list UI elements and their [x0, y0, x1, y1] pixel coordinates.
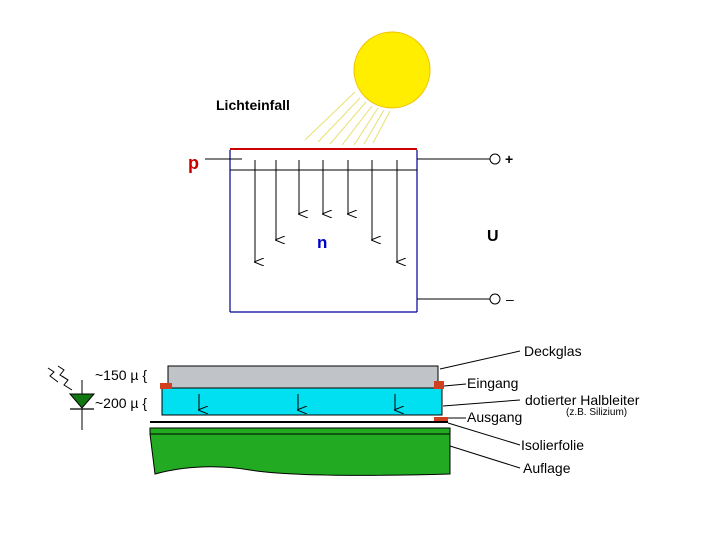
wires: [205, 158, 490, 300]
input-contact-left: [160, 383, 172, 389]
auflage-layer: [149, 427, 451, 476]
isolierfolie-label: Isolierfolie: [521, 437, 584, 453]
sun-icon: [353, 31, 431, 109]
voltage-label: U: [487, 228, 499, 245]
plus-label: +: [505, 151, 513, 167]
eingang-label: Eingang: [467, 375, 518, 391]
output-contact: [434, 417, 448, 422]
minus-terminal: [489, 293, 501, 305]
light-rays: [304, 91, 391, 146]
leader-lines: [439, 350, 521, 469]
thickness-bottom-label: ~200 µ {: [95, 395, 147, 411]
pn-cell: [229, 148, 418, 313]
semiconductor-arrows: [199, 394, 395, 410]
n-label: n: [317, 233, 327, 252]
auflage-label: Auflage: [523, 460, 571, 476]
thickness-top-label: ~150 µ {: [95, 367, 147, 383]
input-contact-right: [434, 381, 444, 389]
ausgang-label: Ausgang: [467, 409, 522, 425]
plus-terminal: [489, 153, 501, 165]
photon-arrows: [255, 160, 397, 262]
halbleiter-label: dotierter Halbleiter: [525, 392, 640, 408]
minus-label: –: [506, 291, 514, 307]
photodiode-icon: [47, 365, 96, 430]
deckglas-layer: [167, 365, 439, 389]
semiconductor-layer: [161, 387, 443, 416]
p-label: p: [188, 153, 199, 173]
silizium-label: (z.B. Silizium): [566, 407, 627, 418]
deckglas-label: Deckglas: [524, 343, 582, 359]
light-incidence-label: Lichteinfall: [216, 97, 290, 113]
